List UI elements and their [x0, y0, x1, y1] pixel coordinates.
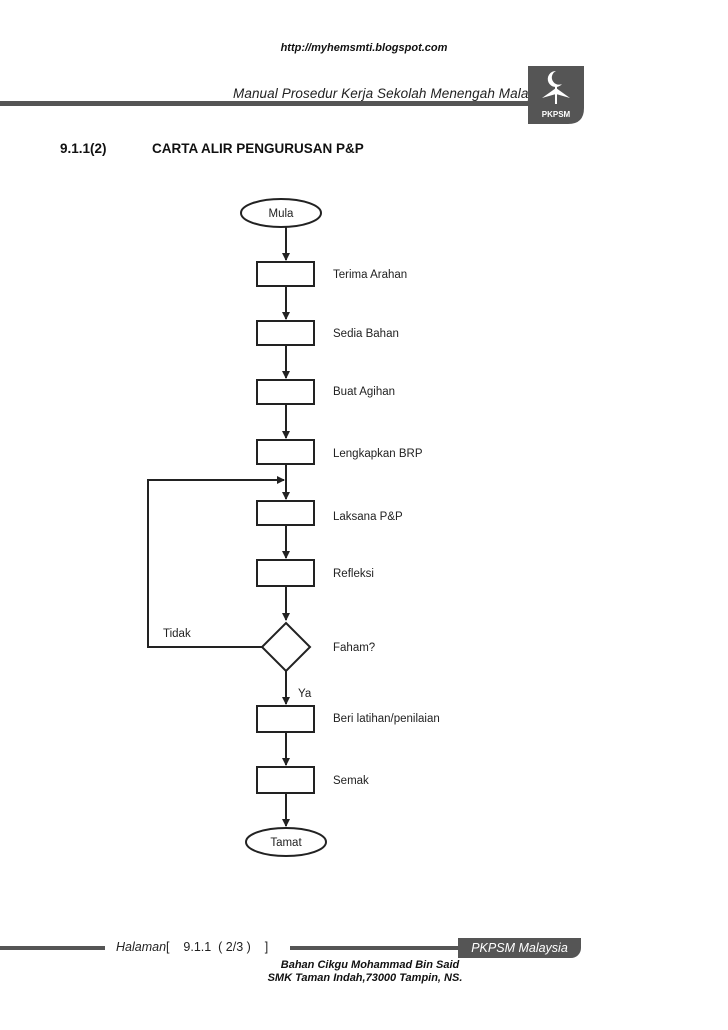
step-label-1: Terima Arahan [333, 269, 407, 281]
step-label-8: Semak [333, 775, 369, 787]
source-url: http://myhemsmti.blogspot.com [280, 42, 448, 54]
step-label-7: Beri latihan/penilaian [333, 713, 440, 725]
step-box-1 [256, 261, 315, 287]
start-terminal [240, 198, 322, 228]
footer-rule-left [0, 946, 105, 950]
footer-rule-mid [290, 946, 460, 950]
page-label: Halaman [116, 940, 167, 954]
step-label-2: Sedia Bahan [333, 328, 399, 340]
step-box-7 [256, 705, 315, 733]
step-box-6 [256, 559, 315, 587]
section-title: CARTA ALIR PENGURUSAN P&P [152, 141, 364, 156]
yes-label: Ya [298, 688, 312, 700]
step-box-2 [256, 320, 315, 346]
step-label-3: Buat Agihan [333, 386, 395, 398]
step-label-5: Laksana P&P [333, 511, 403, 523]
loop-back-line [147, 476, 285, 648]
step-box-5 [256, 500, 315, 526]
end-label: Tamat [270, 837, 302, 849]
credit-school: SMK Taman Indah,73000 Tampin, NS. [267, 972, 463, 984]
step-box-4 [256, 439, 315, 465]
step-box-8 [256, 766, 315, 794]
manual-title: Manual Prosedur Kerja Sekolah Menengah M… [233, 86, 553, 101]
step-label-4: Lengkapkan BRP [333, 448, 423, 460]
step-box-3 [256, 379, 315, 405]
page-bracket-close: ] [264, 940, 269, 954]
credit-author: Bahan Cikgu Mohammad Bin Said [280, 959, 460, 971]
pkpsm-logo: PKPSM [528, 66, 584, 124]
section-number: 9.1.1(2) [60, 141, 107, 156]
end-terminal [245, 827, 327, 857]
page-number: 9.1.1 ( 2/3 ) [183, 940, 251, 954]
start-label: Mula [269, 208, 295, 220]
logo-text: PKPSM [542, 110, 571, 119]
no-label: Tidak [163, 628, 191, 640]
header-rule [0, 101, 530, 106]
page-reference: Halaman[ 9.1.1 ( 2/3 ) ] [116, 940, 268, 954]
brand-badge: PKPSM Malaysia [458, 938, 581, 958]
step-label-6: Refleksi [333, 568, 374, 580]
decision-diamond [260, 621, 312, 673]
page-bracket-open: [ [166, 940, 170, 954]
decision-label: Faham? [333, 642, 375, 654]
